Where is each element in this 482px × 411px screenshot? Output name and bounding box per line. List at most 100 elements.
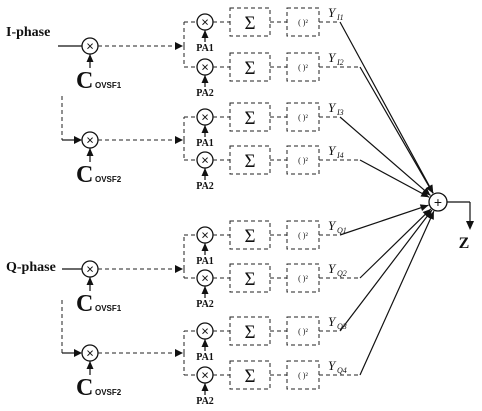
sum-block-2 (229, 52, 271, 82)
y-label-8: Y (328, 358, 337, 373)
y-subscript-2: I2 (336, 58, 344, 67)
y-subscript-3: I3 (336, 108, 344, 117)
pa-label-8: PA2 (196, 396, 214, 407)
pa-feed-arrow-3 (201, 125, 209, 133)
square-symbol-2: ( )² (298, 63, 308, 72)
multiplier-symbol: × (86, 346, 94, 361)
pa-multiplier-4: × (196, 151, 214, 169)
y-subscript-4: I4 (336, 151, 344, 160)
multiplier-symbol: × (201, 228, 209, 243)
pa-label-4: PA2 (196, 181, 214, 192)
y-label-1: Y (328, 5, 337, 20)
code-output-arrow-3 (175, 265, 183, 273)
y-subscript-6: Q2 (337, 269, 347, 278)
sum-symbol-8: Σ (244, 366, 255, 387)
code-subscript-4: OVSF2 (95, 388, 122, 397)
code-feed-arrow-2 (86, 148, 94, 156)
y-label-4: Y (328, 143, 337, 158)
sum-block-1 (229, 7, 271, 37)
code-output-arrow-2 (175, 136, 183, 144)
sum-block-7 (229, 316, 271, 346)
code-feed-arrow-4 (86, 361, 94, 369)
combiner-feed-line-3 (339, 116, 431, 196)
multiplier-symbol: × (86, 262, 94, 277)
y-subscript-7: Q3 (337, 322, 347, 331)
y-label-2: Y (328, 50, 337, 65)
pa-feed-arrow-1 (201, 30, 209, 38)
y-label-5: Y (328, 218, 337, 233)
combiner-feed-arrow-8 (427, 211, 434, 220)
combiner-symbol: + (434, 194, 442, 210)
multiplier-symbol: × (201, 15, 209, 30)
square-symbol-3: ( )² (298, 113, 308, 122)
code-input-arrow-2 (74, 136, 82, 144)
code-multiplier-3: × (81, 260, 99, 278)
sum-symbol-6: Σ (244, 269, 255, 290)
combiner-feed-line-1 (339, 21, 434, 194)
square-symbol-1: ( )² (298, 18, 308, 27)
output-arrow (466, 221, 474, 230)
pa-feed-arrow-5 (201, 243, 209, 251)
y-subscript-1: I1 (336, 13, 344, 22)
code-subscript-2: OVSF2 (95, 175, 122, 184)
sum-block-4 (229, 145, 271, 175)
pa-label-6: PA2 (196, 299, 214, 310)
multiplier-symbol: × (86, 39, 94, 54)
code-subscript-3: OVSF1 (95, 304, 122, 313)
sum-symbol-3: Σ (244, 108, 255, 129)
code-output-arrow-4 (175, 349, 183, 357)
sum-block-5 (229, 220, 271, 250)
q-phase-label: Q-phase (6, 260, 56, 275)
pa-feed-arrow-2 (201, 75, 209, 83)
code-output-arrow-1 (175, 42, 183, 50)
i-phase-label: I-phase (6, 25, 50, 40)
pa-label-3: PA1 (196, 138, 214, 149)
code-feed-arrow-3 (86, 277, 94, 285)
code-label-1: C (76, 68, 93, 94)
multiplier-symbol: × (201, 60, 209, 75)
combiner-feed-line-4 (359, 159, 430, 198)
combiner-feed-arrow-5 (419, 204, 429, 212)
y-label-6: Y (328, 261, 337, 276)
sum-block-6 (229, 263, 271, 293)
y-subscript-8: Q4 (337, 366, 347, 375)
pa-feed-arrow-7 (201, 339, 209, 347)
square-symbol-8: ( )² (298, 371, 308, 380)
code-multiplier-4: × (81, 344, 99, 362)
combiner-feed-line-7 (339, 209, 433, 332)
code-multiplier-2: × (81, 131, 99, 149)
pa-label-1: PA1 (196, 43, 214, 54)
pa-multiplier-7: × (196, 322, 214, 340)
multiplier-symbol: × (201, 368, 209, 383)
pa-label-7: PA1 (196, 352, 214, 363)
multiplier-symbol: × (86, 133, 94, 148)
combiner-feed-line-5 (339, 204, 429, 236)
square-symbol-6: ( )² (298, 274, 308, 283)
code-label-2: C (76, 162, 93, 188)
combiner-feed-line-8 (359, 210, 435, 376)
multiplier-symbol: × (201, 153, 209, 168)
square-symbol-7: ( )² (298, 327, 308, 336)
code-subscript-1: OVSF1 (95, 81, 122, 90)
y-subscript-5: Q1 (337, 226, 347, 235)
pa-multiplier-8: × (196, 366, 214, 384)
pa-feed-arrow-8 (201, 383, 209, 391)
sum-symbol-1: Σ (244, 13, 255, 34)
combiner-node: + (428, 192, 448, 212)
code-label-4: C (76, 375, 93, 401)
pa-feed-arrow-6 (201, 286, 209, 294)
combiner-feed-arrow-2 (425, 184, 433, 194)
multiplier-symbol: × (201, 110, 209, 125)
sum-block-8 (229, 360, 271, 390)
pa-feed-arrow-4 (201, 168, 209, 176)
square-symbol-5: ( )² (298, 231, 308, 240)
pa-multiplier-5: × (196, 226, 214, 244)
y-label-3: Y (328, 100, 337, 115)
pa-label-2: PA2 (196, 88, 214, 99)
code-feed-arrow-1 (86, 54, 94, 62)
sum-symbol-4: Σ (244, 151, 255, 172)
square-symbol-4: ( )² (298, 156, 308, 165)
multiplier-symbol: × (201, 271, 209, 286)
code-multiplier-1: × (81, 37, 99, 55)
